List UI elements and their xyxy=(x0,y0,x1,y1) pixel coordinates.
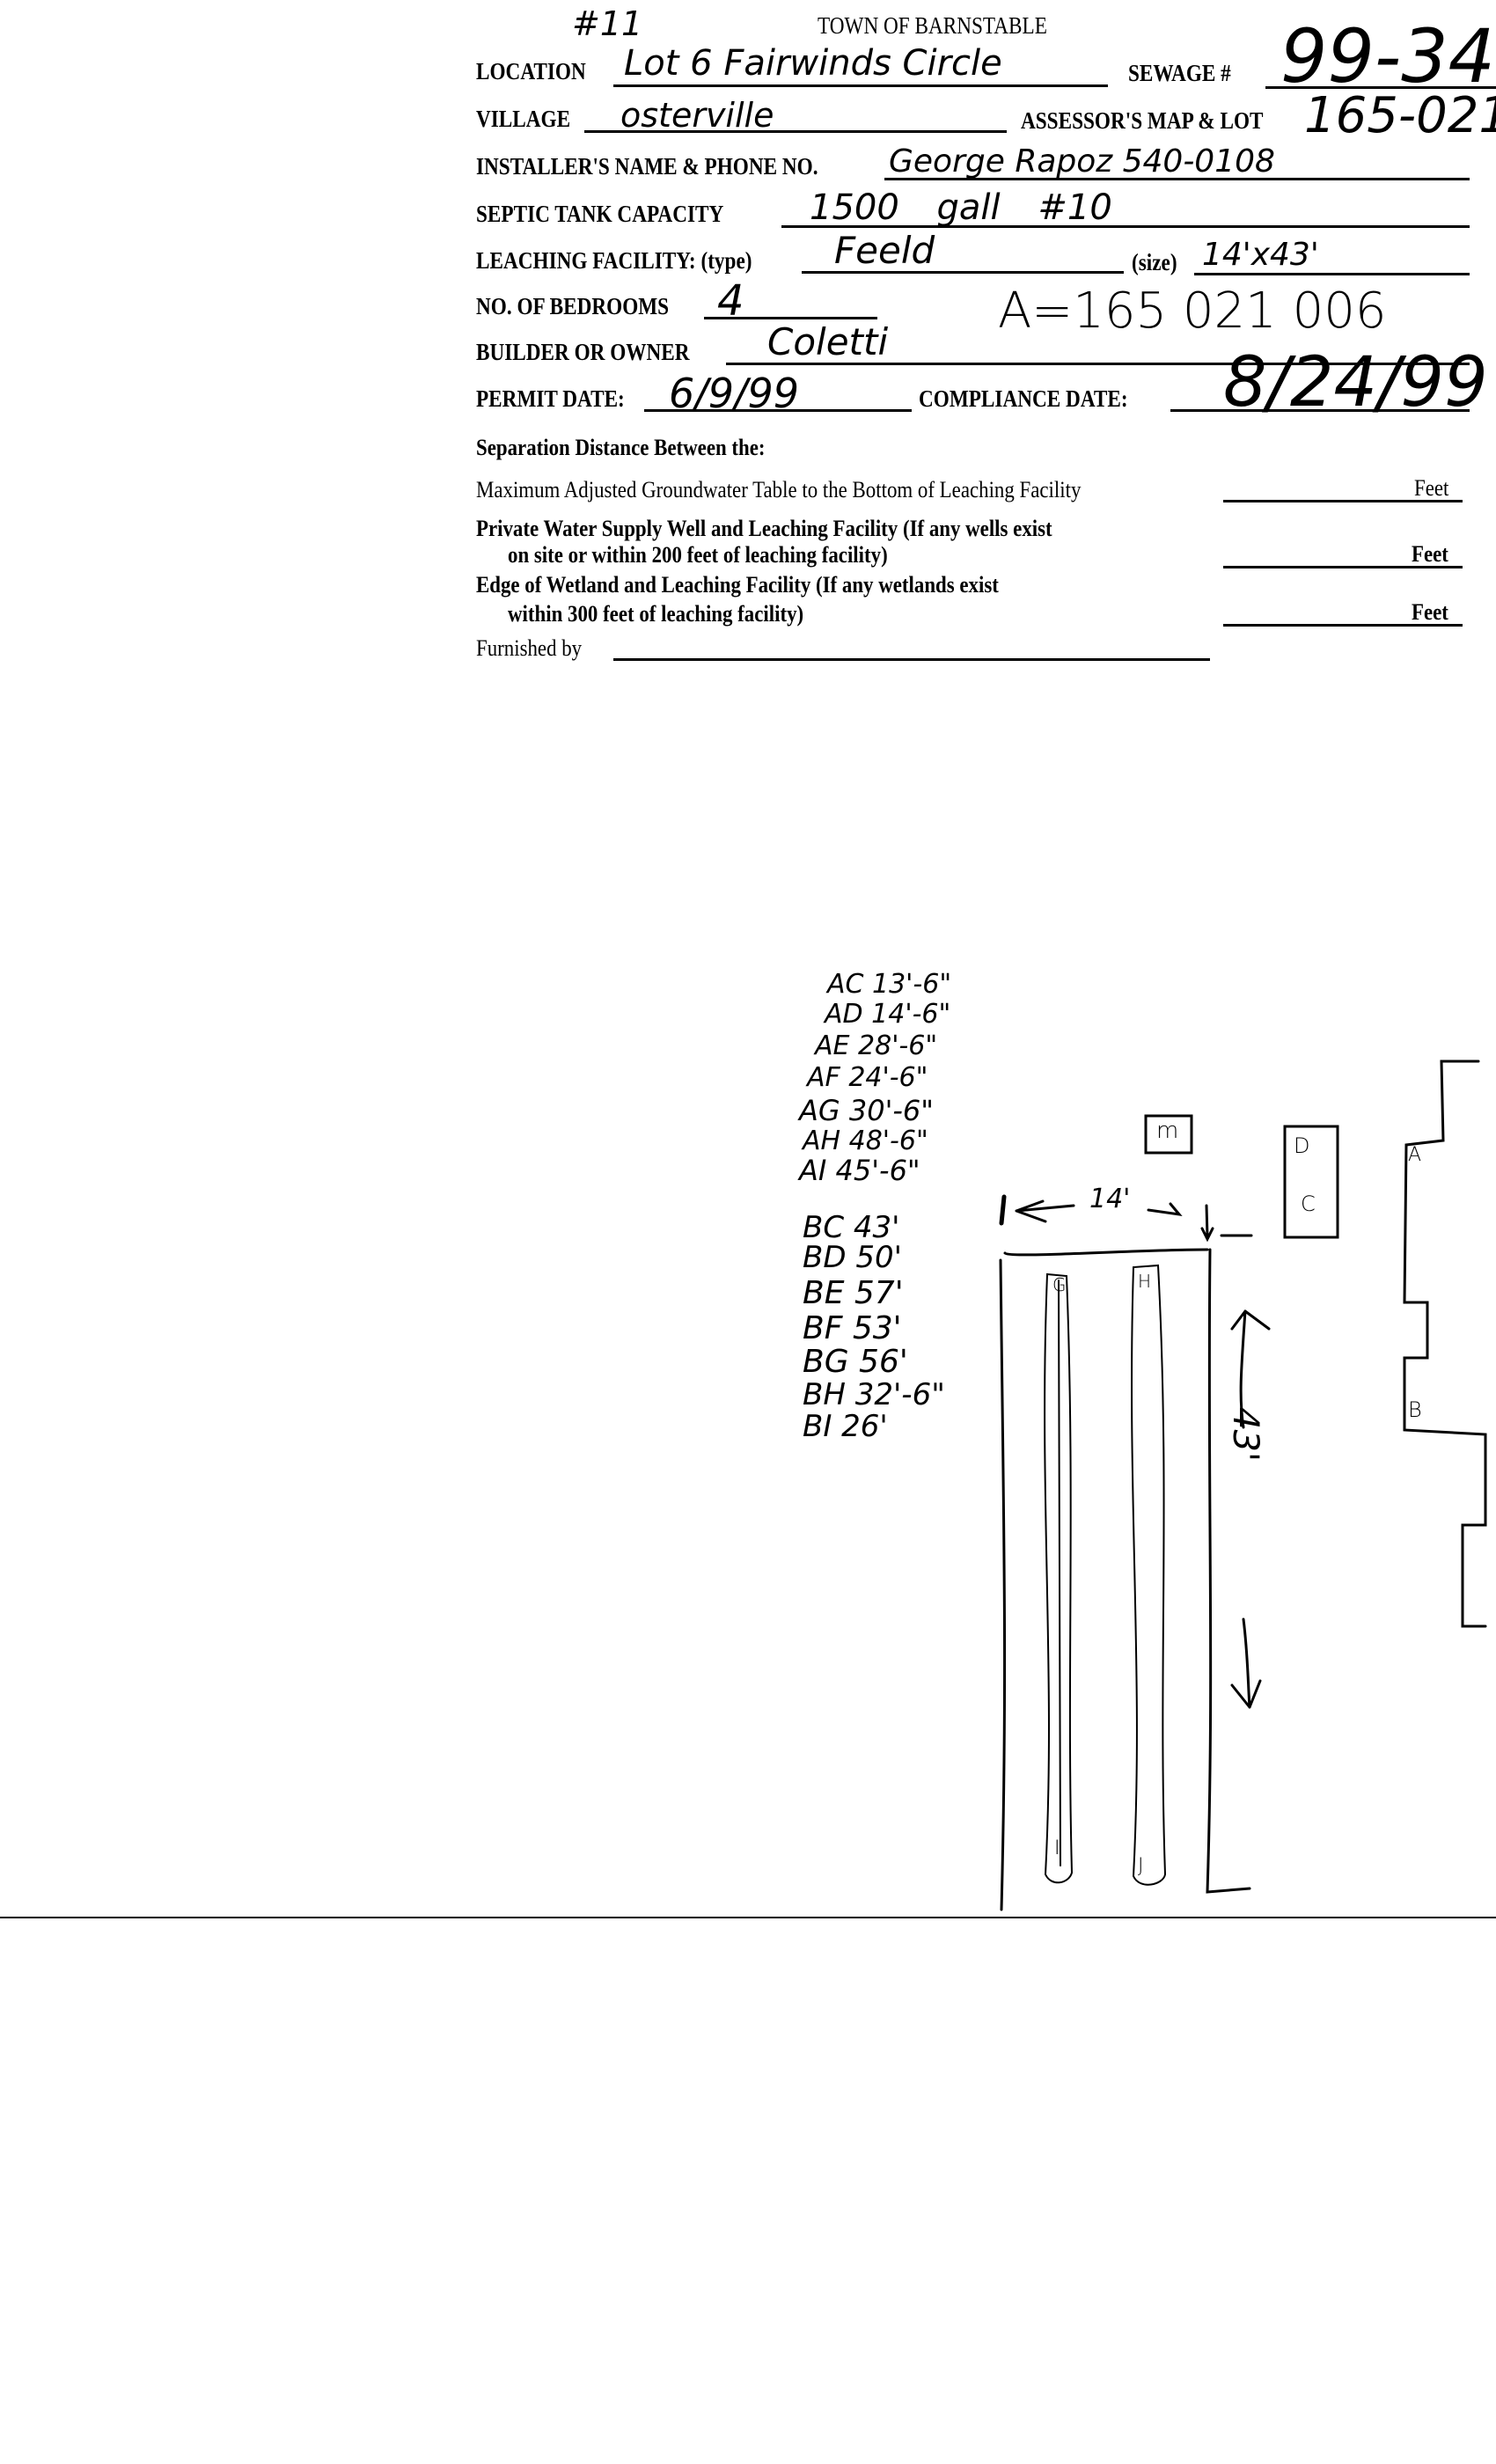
measurement-bh: BH 32'-6" xyxy=(803,1377,945,1412)
separation-row-2-unit: Feet xyxy=(1412,541,1448,567)
separation-heading: Separation Distance Between the: xyxy=(476,435,766,460)
trench-label-i: I xyxy=(1054,1837,1060,1859)
box-d-label: D xyxy=(1294,1133,1310,1158)
sewage-number-value: 99-34 xyxy=(1280,13,1496,99)
compliance-date-underline xyxy=(1170,409,1470,412)
leaching-type-underline xyxy=(802,271,1124,274)
separation-row-1-unit: Feet xyxy=(1414,475,1449,501)
location-label: LOCATION xyxy=(476,58,586,84)
installer-value: George Rapoz 540-0108 xyxy=(889,143,1275,180)
measurement-bi: BI 26' xyxy=(803,1409,888,1444)
width-label: 14' xyxy=(1089,1184,1131,1214)
location-underline xyxy=(613,84,1108,87)
trench-label-j: J xyxy=(1138,1855,1144,1877)
separation-row-3-text-2: within 300 feet of leaching facility) xyxy=(508,601,804,627)
assessors-map-lot-value: 165-021 xyxy=(1304,87,1496,144)
bedrooms-label: NO. OF BEDROOMS xyxy=(476,293,670,319)
house-label-b: B xyxy=(1408,1397,1422,1422)
leaching-size-underline xyxy=(1194,273,1470,275)
permit-date-label: PERMIT DATE: xyxy=(476,385,625,412)
leaching-field-outline xyxy=(999,1248,1251,1911)
measurement-ae: AE 28'-6" xyxy=(815,1030,938,1061)
furnished-by-label: Furnished by xyxy=(476,635,583,661)
measurement-ah: AH 48'-6" xyxy=(803,1126,928,1156)
box-d-c xyxy=(1283,1125,1339,1239)
compliance-date-label: COMPLIANCE DATE: xyxy=(919,385,1128,412)
measurement-ac: AC 13'-6" xyxy=(827,969,952,1000)
measurement-ad: AD 14'-6" xyxy=(825,999,951,1030)
house-label-a: A xyxy=(1408,1144,1422,1166)
permit-date-underline xyxy=(644,409,912,412)
builder-owner-label: BUILDER OR OWNER xyxy=(476,339,690,365)
sewage-label: SEWAGE # xyxy=(1128,60,1231,86)
trench-1 xyxy=(1044,1272,1074,1884)
measurement-ag: AG 30'-6" xyxy=(799,1094,934,1127)
separation-row-2-text-2: on site or within 200 feet of leaching f… xyxy=(508,542,888,568)
furnished-by-underline xyxy=(613,658,1210,661)
location-value: Lot 6 Fairwinds Circle xyxy=(624,43,1002,84)
measurement-bc: BC 43' xyxy=(803,1210,900,1245)
builder-owner-value: Coletti xyxy=(767,320,889,363)
leaching-type-label: LEACHING FACILITY: (type) xyxy=(476,247,752,274)
leaching-type-value: Feeld xyxy=(834,229,935,272)
installer-underline xyxy=(884,178,1470,180)
permit-date-value: 6/9/99 xyxy=(669,370,800,417)
separation-row-1-underline xyxy=(1223,500,1463,502)
compliance-date-value: 8/24/99 xyxy=(1223,343,1488,422)
box-m xyxy=(1144,1114,1193,1155)
septic-capacity-underline xyxy=(781,225,1470,228)
house-outline xyxy=(1403,1060,1487,1628)
trench-2 xyxy=(1131,1264,1167,1886)
bedrooms-underline xyxy=(704,317,877,319)
separation-row-3-unit: Feet xyxy=(1412,599,1448,625)
septic-capacity-value: 1500 gall #10 xyxy=(810,187,1112,228)
leaching-size-label: (size) xyxy=(1132,249,1177,275)
measurement-bg: BG 56' xyxy=(803,1344,908,1380)
separation-row-1-text: Maximum Adjusted Groundwater Table to th… xyxy=(476,477,1082,502)
trench-label-g: G xyxy=(1052,1274,1067,1295)
separation-row-3-text: Edge of Wetland and Leaching Facility (I… xyxy=(476,572,999,598)
handwritten-form-number: #11 xyxy=(572,4,643,43)
width-dimension xyxy=(999,1194,1253,1243)
septic-capacity-label: SEPTIC TANK CAPACITY xyxy=(476,201,724,227)
measurement-bf: BF 53' xyxy=(803,1310,902,1346)
measurement-af: AF 24'-6" xyxy=(807,1062,928,1093)
box-c-label: C xyxy=(1301,1192,1316,1216)
separation-row-2-underline xyxy=(1223,566,1463,568)
length-dimension xyxy=(1230,1309,1271,1709)
village-value: osterville xyxy=(620,96,774,135)
assessors-map-lot-label: ASSESSOR'S MAP & LOT xyxy=(1021,107,1264,134)
measurement-be: BE 57' xyxy=(803,1275,904,1311)
separation-row-2-text: Private Water Supply Well and Leaching F… xyxy=(476,516,1052,541)
separation-row-3-underline xyxy=(1223,624,1463,627)
parcel-note: A=165 021 006 xyxy=(998,282,1387,340)
builder-owner-underline xyxy=(726,363,1470,365)
form-title: TOWN OF BARNSTABLE xyxy=(818,12,1047,39)
village-label: VILLAGE xyxy=(476,106,571,132)
box-m-label: m xyxy=(1156,1118,1179,1144)
bedrooms-value: 4 xyxy=(717,276,744,326)
sewage-underline xyxy=(1265,86,1496,89)
measurement-bd: BD 50' xyxy=(803,1240,902,1275)
village-underline xyxy=(584,130,1007,133)
length-label: 43' xyxy=(1224,1407,1265,1462)
measurement-ai: AI 45'-6" xyxy=(799,1154,920,1187)
leaching-size-value: 14'x43' xyxy=(1202,237,1319,273)
trench-label-h: H xyxy=(1138,1271,1152,1292)
installer-label: INSTALLER'S NAME & PHONE NO. xyxy=(476,153,818,180)
